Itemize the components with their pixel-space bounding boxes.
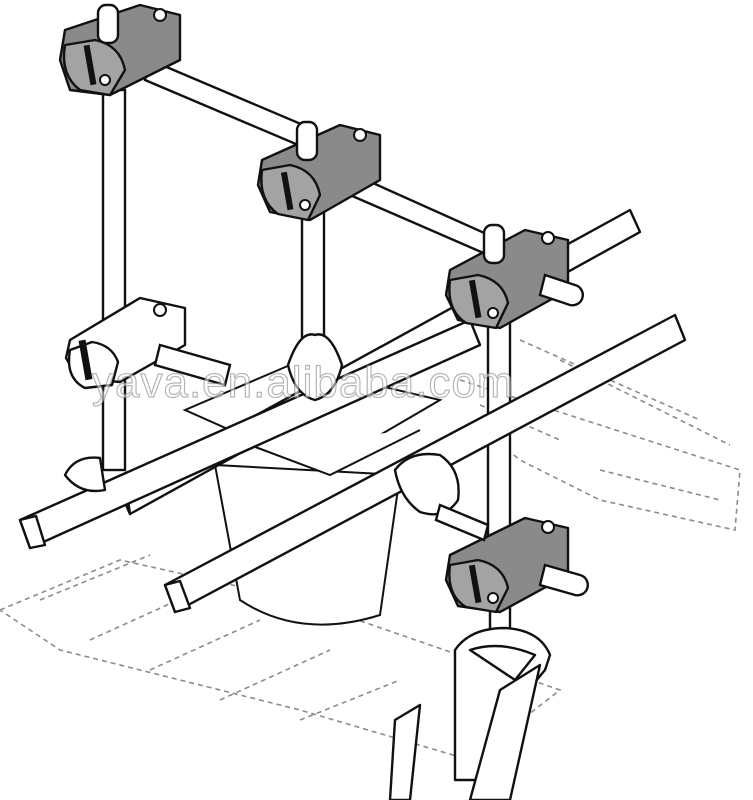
swivel-joints [63, 333, 490, 542]
clamp-block-top-middle [256, 120, 382, 222]
clamp-block-top-left [58, 3, 182, 97]
clamp-block-right-lower [444, 516, 589, 614]
base-post [388, 626, 552, 800]
dashed-surface-outline [0, 339, 741, 761]
clamp-block-right-upper [444, 223, 584, 330]
clamp-block-left-middle [64, 296, 232, 390]
